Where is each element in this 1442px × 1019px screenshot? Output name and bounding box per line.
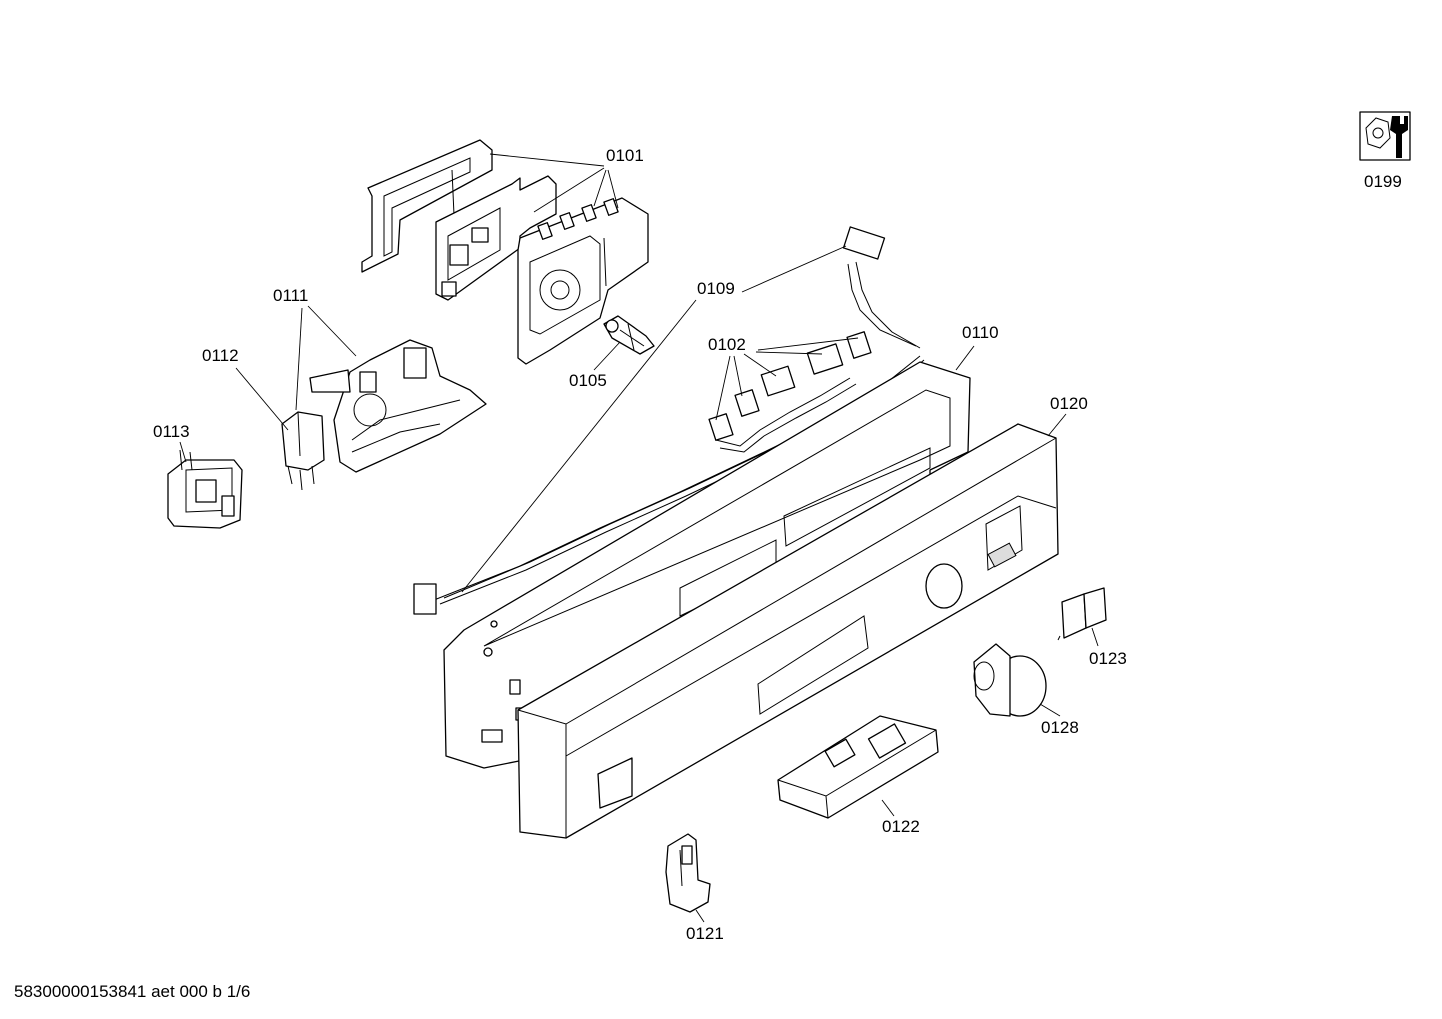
wrench-nut-icon[interactable] xyxy=(1359,111,1411,161)
part-0128-knob[interactable] xyxy=(973,643,1047,717)
part-0113-switch[interactable] xyxy=(167,449,243,529)
part-0111-lock[interactable] xyxy=(309,339,487,473)
part-0121-clip[interactable] xyxy=(665,833,711,913)
label-0113: 0113 xyxy=(153,422,190,441)
leader-lines xyxy=(179,153,1099,923)
label-0120: 0120 xyxy=(1050,394,1088,413)
label-0109: 0109 xyxy=(697,279,735,298)
part-0112-switch[interactable] xyxy=(281,411,325,491)
part-0122-handle[interactable] xyxy=(777,715,939,819)
label-0111: 0111 xyxy=(273,286,309,305)
part-0120-fascia[interactable] xyxy=(517,423,1059,839)
label-0101: 0101 xyxy=(606,146,644,165)
label-0122: 0122 xyxy=(882,817,920,836)
label-0123: 0123 xyxy=(1089,649,1127,668)
label-0128: 0128 xyxy=(1041,718,1079,737)
label-0199: 0199 xyxy=(1364,172,1402,191)
part-0105-sensor[interactable] xyxy=(603,315,655,355)
label-0112: 0112 xyxy=(202,346,239,365)
part-0101-programmer[interactable] xyxy=(517,197,649,365)
part-0123-buttons[interactable] xyxy=(1057,587,1107,641)
label-0102: 0102 xyxy=(708,335,746,354)
label-0105: 0105 xyxy=(569,371,607,390)
label-0110: 0110 xyxy=(962,323,999,342)
part-0101-board[interactable] xyxy=(435,175,557,301)
part-0101-cover[interactable] xyxy=(361,139,493,273)
document-reference: 58300000153841 aet 000 b 1/6 xyxy=(14,982,251,1001)
label-0121: 0121 xyxy=(686,924,724,943)
